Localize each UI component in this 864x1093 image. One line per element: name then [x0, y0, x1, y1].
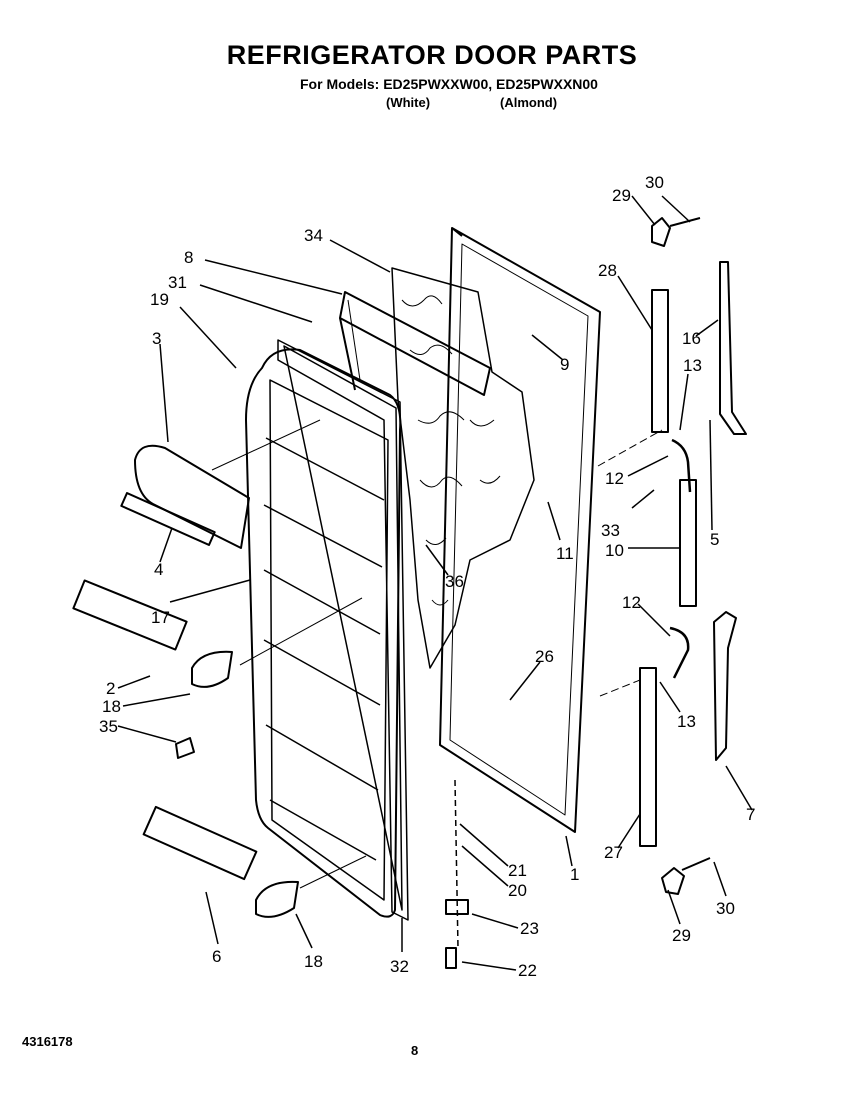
door-liner [245, 348, 402, 918]
page-title: REFRIGERATOR DOOR PARTS [226, 40, 638, 70]
breaker-strip [339, 291, 491, 396]
callout-30-bottom: 30 [716, 899, 735, 918]
outer-door-panel [439, 227, 601, 833]
part-number: 4316178 [22, 1034, 73, 1049]
callout-34: 34 [304, 226, 323, 245]
callout-30-top: 30 [645, 173, 664, 192]
callout-22: 22 [518, 961, 537, 980]
callout-29-bottom: 29 [672, 926, 691, 945]
callout-26: 26 [535, 647, 554, 666]
variant-almond: (Almond) [500, 95, 558, 110]
callout-11: 11 [556, 544, 574, 563]
callout-35: 35 [99, 717, 118, 736]
handle-upper [651, 289, 697, 607]
callout-12-upper: 12 [605, 469, 624, 488]
lower-hinge [445, 779, 469, 969]
callout-27: 27 [604, 843, 623, 862]
callout-8: 8 [184, 248, 194, 267]
callout-3: 3 [152, 329, 162, 348]
callout-21: 21 [508, 861, 527, 880]
callout-23: 23 [520, 919, 539, 938]
callout-33: 33 [601, 521, 620, 540]
callout-10: 10 [605, 541, 624, 560]
callout-16: 16 [682, 329, 701, 348]
callout-12-lower: 12 [622, 593, 641, 612]
callout-9: 9 [560, 355, 570, 374]
callout-4: 4 [154, 560, 164, 579]
leader-lines [117, 195, 753, 971]
stop-35 [175, 737, 195, 759]
lower-hinge-bracket [661, 857, 711, 895]
handle-lower [639, 626, 690, 847]
rail-clip-18-lower [255, 880, 299, 918]
callout-13-lower: 13 [677, 712, 696, 731]
foam-insulation [391, 267, 535, 669]
door-gasket [277, 339, 409, 921]
models-line: For Models: ED25PWXXW00, ED25PWXXN00 [300, 76, 598, 92]
shelf-rail-6 [142, 805, 258, 881]
callout-32: 32 [390, 957, 409, 976]
trim-strip [713, 261, 747, 761]
callout-2: 2 [106, 679, 116, 698]
dairy-door-3 [120, 444, 250, 549]
callout-13-upper: 13 [683, 356, 702, 375]
shelf-rail-2 [72, 579, 188, 651]
upper-hinge-bracket [651, 217, 701, 247]
callout-17: 17 [151, 608, 170, 627]
callout-5: 5 [710, 530, 720, 549]
page-number: 8 [411, 1043, 419, 1058]
callout-18-upper: 18 [102, 697, 121, 716]
rail-clip-18-upper [191, 650, 233, 688]
callout-7: 7 [746, 805, 756, 824]
callout-29-top: 29 [612, 186, 631, 205]
variant-white: (White) [386, 95, 431, 110]
callout-1: 1 [570, 865, 580, 884]
callout-18-lower: 18 [304, 952, 323, 971]
callout-19: 19 [150, 290, 169, 309]
callout-20: 20 [508, 881, 527, 900]
callout-28: 28 [598, 261, 617, 280]
callout-6: 6 [212, 947, 222, 966]
callout-36: 36 [445, 572, 464, 591]
callout-31: 31 [168, 273, 187, 292]
